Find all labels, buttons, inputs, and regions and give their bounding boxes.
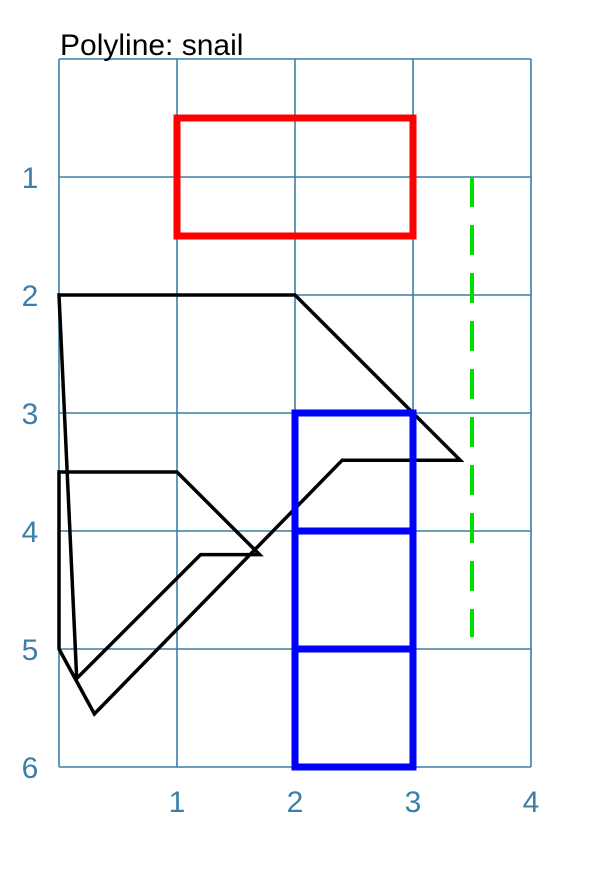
y-tick-label: 5	[22, 634, 39, 667]
y-tick-label: 6	[22, 752, 39, 785]
y-tick-label: 1	[22, 162, 39, 195]
x-tick-label: 1	[169, 786, 186, 819]
y-tick-label: 3	[22, 398, 39, 431]
shapes	[57, 114, 474, 771]
diagram-title: Polyline: snail	[60, 29, 244, 62]
snail-polyline	[57, 293, 465, 717]
y-tick-label: 2	[22, 280, 39, 313]
x-tick-label: 3	[405, 786, 422, 819]
blue-rectangle	[291, 645, 417, 771]
blue-rectangle	[291, 409, 417, 535]
axis-labels: 1 2 3 4 1 2 3 4 5 6	[22, 162, 540, 819]
x-tick-label: 2	[287, 786, 304, 819]
x-tick-label: 4	[523, 786, 540, 819]
red-rectangle	[173, 114, 417, 240]
y-tick-label: 4	[22, 516, 39, 549]
blue-rectangle	[291, 527, 417, 653]
